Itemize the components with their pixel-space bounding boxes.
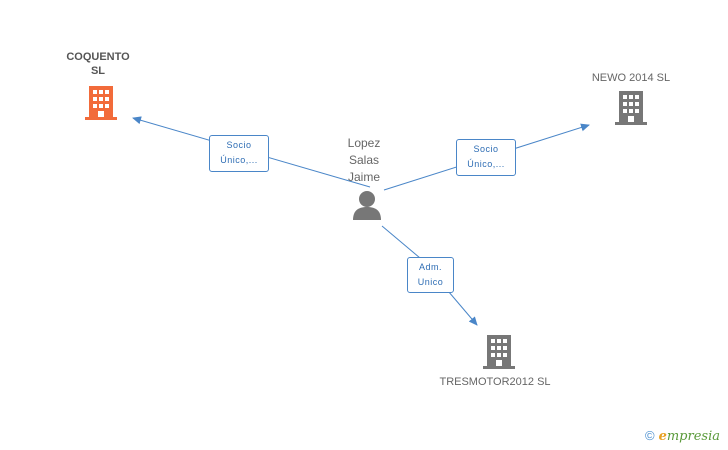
copyright-icon: ©: [644, 428, 655, 443]
edge-label-coquento: Socio Único,...: [209, 135, 269, 172]
brand-logo: ©empresia: [644, 428, 720, 444]
company-name-coquento[interactable]: COQUENTO SL: [66, 51, 130, 77]
building-icon[interactable]: [85, 86, 117, 120]
edge-label-tresmotor: Adm. Unico: [407, 257, 454, 293]
building-icon[interactable]: [483, 335, 515, 369]
company-name-newo[interactable]: NEWO 2014 SL: [591, 72, 671, 84]
edge-label-newo: Socio Único,...: [456, 139, 516, 176]
person-icon[interactable]: [351, 190, 383, 220]
person-name[interactable]: Lopez Salas Jaime: [347, 136, 381, 184]
company-name-tresmotor[interactable]: TRESMOTOR2012 SL: [439, 376, 551, 388]
building-icon[interactable]: [615, 91, 647, 125]
